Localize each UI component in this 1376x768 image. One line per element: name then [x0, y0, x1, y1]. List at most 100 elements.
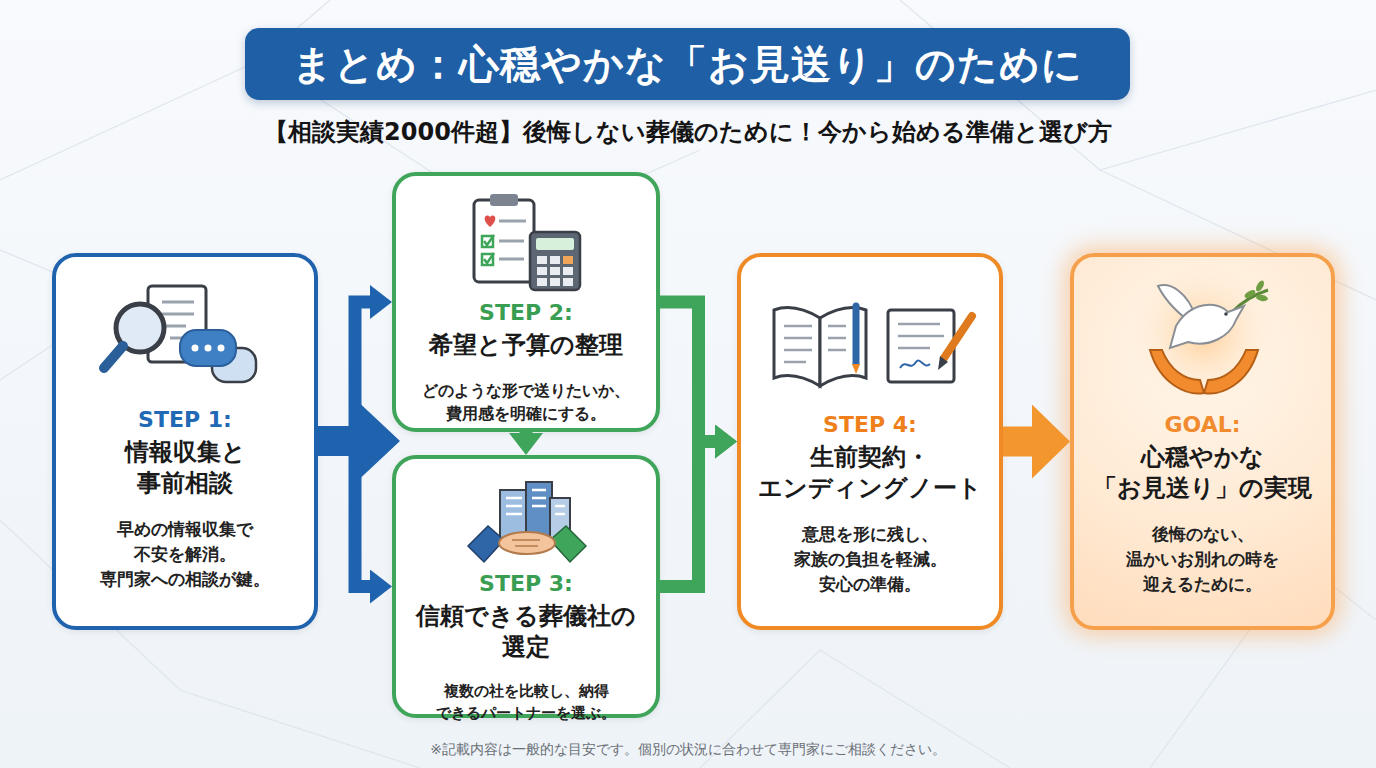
search-document-icon	[162, 302, 194, 338]
building-handshake-icon	[468, 482, 586, 562]
dove-hands-icon	[1243, 288, 1256, 299]
search-document-icon	[212, 348, 256, 382]
checklist-calculator-icon	[485, 216, 496, 227]
checklist-calculator-icon	[563, 267, 573, 275]
dove-hands-icon	[1150, 350, 1204, 393]
checklist-calculator-icon	[550, 256, 560, 264]
background-lines	[900, 0, 1376, 170]
step-box: STEP 4: 生前契約・ エンディングノート意思を形に残し、 家族の負担を軽減。…	[737, 253, 1003, 630]
dove-hands-icon	[1125, 256, 1281, 412]
checklist-calculator-icon	[537, 256, 547, 264]
subtitle: 【相談実績2000件超】後悔しない葬儀のために！今から始める準備と選び方	[0, 116, 1376, 148]
title-text: まとめ：心穏やかな「お見送り」のために	[292, 37, 1083, 92]
notebook-contract-icon	[900, 360, 930, 368]
dove-hands-icon	[1204, 350, 1258, 393]
search-document-icon	[218, 345, 225, 352]
checklist-calculator-icon	[484, 253, 494, 263]
flow-arrow	[660, 302, 715, 442]
notebook-contract-icon	[774, 308, 820, 386]
title-banner: まとめ：心穏やかな「お見送り」のために	[245, 28, 1130, 100]
footnote: ※記載内容は一般的な目安です。個別の状況に合わせて専門家にご相談ください。	[0, 741, 1376, 759]
split-arrow	[318, 396, 400, 486]
step-heading: 情報収集と 事前相談	[110, 437, 260, 499]
building-handshake-icon	[500, 490, 528, 538]
flow-arrow	[318, 302, 370, 442]
step-label: STEP 1:	[138, 407, 232, 432]
building-handshake-icon	[499, 532, 555, 554]
checklist-calculator-icon	[537, 278, 547, 286]
step-heading: 心穏やかな 「お見送り」の実現	[1088, 442, 1318, 504]
checklist-calculator-icon	[536, 238, 574, 250]
dove-hands-icon	[1232, 290, 1268, 312]
building-handshake-icon	[526, 482, 552, 538]
checklist-calculator-icon	[550, 267, 560, 275]
step-label: STEP 3:	[479, 571, 573, 596]
checklist-calculator-icon	[490, 194, 518, 206]
flow-arrow	[660, 442, 715, 587]
building-handshake-icon	[550, 498, 570, 538]
dove-hands-icon	[1224, 312, 1228, 316]
step-box: STEP 2: 希望と予算の整理どのような形で送りたいか、 費用感を明確にする。	[392, 172, 660, 432]
checklist-calculator-icon	[474, 194, 580, 290]
split-arrow	[318, 396, 400, 486]
step-heading: 希望と予算の整理	[429, 330, 623, 361]
checklist-calculator-icon	[484, 235, 494, 245]
step-label: STEP 4:	[823, 412, 917, 437]
building-handshake-icon	[468, 526, 504, 562]
flow-arrow	[520, 432, 533, 433]
step-label: STEP 2:	[479, 300, 573, 325]
notebook-contract-icon	[852, 364, 860, 374]
notebook-contract-icon	[944, 316, 972, 358]
flow-arrow	[318, 442, 370, 587]
notebook-contract-icon	[820, 308, 866, 386]
checklist-calculator-icon	[563, 256, 573, 264]
notebook-contract-icon	[853, 306, 860, 364]
checklist-calculator-icon	[482, 254, 493, 265]
notebook-contract-icon	[784, 326, 846, 362]
checklist-calculator-icon	[499, 221, 526, 259]
goal-box: GOAL: 心穏やかな 「お見送り」の実現後悔のない、 温かいお別れの時を 迎える…	[1070, 253, 1335, 630]
step-description: 早めの情報収集で 不安を解消。 専門家への相談が鍵。	[89, 517, 281, 591]
step-heading: 生前契約・ エンディングノート	[755, 442, 985, 504]
step-description: 意思を形に残し、 家族の負担を軽減。 安心の準備。	[782, 522, 958, 596]
dove-hands-icon	[1254, 279, 1265, 292]
dove-hands-icon	[1170, 305, 1244, 348]
dove-hands-icon	[1158, 285, 1196, 326]
search-document-icon	[104, 346, 123, 368]
step-box: STEP 3:信頼できる葬儀社の 選定複数の社を比較し、納得 できるパートナーを…	[392, 455, 660, 718]
notebook-contract-icon	[888, 310, 954, 382]
building-handshake-icon	[506, 490, 565, 514]
step-description: どのような形で送りたいか、 費用感を明確にする。	[408, 379, 644, 425]
notebook-contract-icon	[774, 306, 972, 386]
checklist-calculator-icon	[563, 278, 573, 286]
search-document-icon	[148, 286, 206, 362]
background-lines	[260, 0, 330, 60]
step-box: STEP 1: 情報収集と 事前相談早めの情報収集で 不安を解消。 専門家への相談…	[52, 253, 318, 630]
search-document-icon	[205, 345, 212, 352]
checklist-calculator-icon	[482, 236, 493, 247]
search-document-icon	[104, 286, 256, 382]
building-handshake-icon	[550, 526, 586, 562]
dove-hands-icon	[1256, 294, 1269, 302]
background-lines	[700, 650, 1010, 768]
step-heading: 信頼できる葬儀社の 選定	[411, 601, 641, 663]
dove-hands-icon	[1125, 256, 1281, 412]
search-document-icon	[192, 345, 199, 352]
notebook-contract-icon	[898, 324, 944, 348]
checklist-calculator-icon	[550, 278, 560, 286]
checklist-calculator-icon	[530, 232, 580, 290]
building-handshake-icon	[512, 540, 540, 546]
notebook-contract-icon	[938, 356, 948, 370]
checklist-calculator-icon	[474, 200, 534, 282]
search-document-icon	[180, 330, 236, 366]
flow-arrow	[1003, 427, 1032, 457]
step-description: 後悔のない、 温かいお別れの時を 迎えるために。	[1115, 522, 1291, 596]
edge-group	[318, 302, 1032, 587]
step-description: 複数の社を比較し、納得 できるパートナーを選ぶ。	[426, 681, 626, 725]
step-label: GOAL:	[1164, 412, 1240, 437]
checklist-calculator-icon	[537, 267, 547, 275]
search-document-icon	[116, 304, 164, 352]
